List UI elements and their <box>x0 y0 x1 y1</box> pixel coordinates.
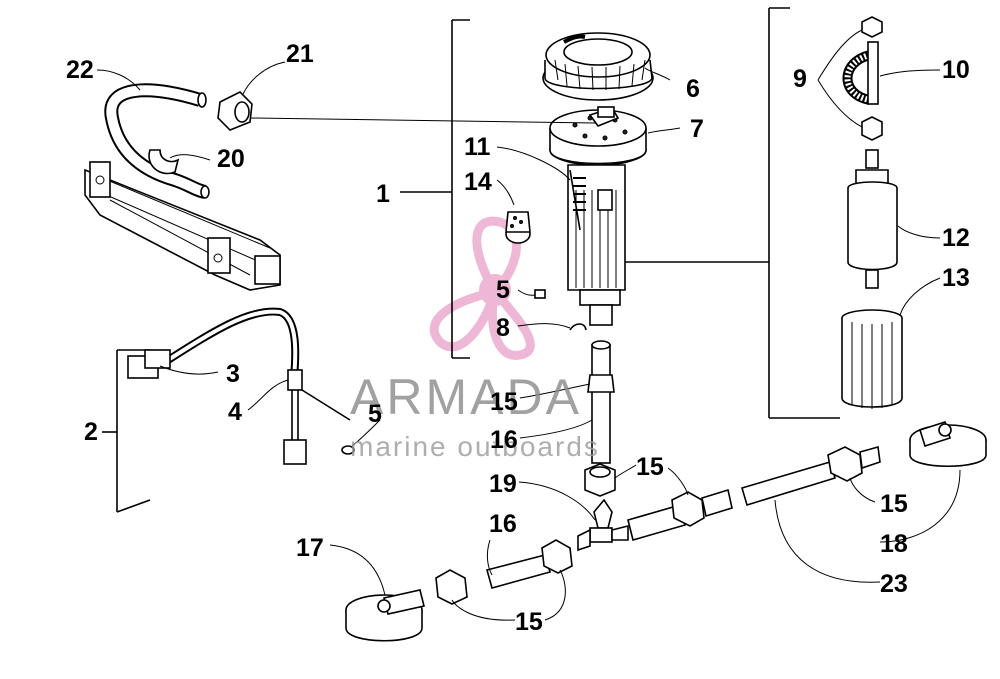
filter-14 <box>505 211 531 244</box>
callout-8: 8 <box>496 314 510 342</box>
clamp-15-left-b <box>541 539 573 574</box>
callout-1: 1 <box>376 180 390 208</box>
callout-15-far-right: 15 <box>880 490 908 518</box>
pump-body <box>567 164 626 326</box>
callout-11: 11 <box>464 133 491 161</box>
callout-5-upper: 5 <box>496 276 510 304</box>
callout-19: 19 <box>489 470 517 498</box>
bracket-pump-detail <box>625 7 840 419</box>
callout-15-right: 15 <box>636 453 664 481</box>
fuel-hose-10 <box>842 41 879 105</box>
callout-14: 14 <box>464 168 492 196</box>
clamp-15-lower-center <box>584 463 616 497</box>
callout-16-lower: 16 <box>489 510 517 538</box>
pump-cap-7 <box>549 106 647 166</box>
callout-6: 6 <box>686 75 700 103</box>
bracket-group-1 <box>400 19 470 359</box>
callout-5-lower: 5 <box>368 400 382 428</box>
nut-9-bottom <box>861 116 883 141</box>
watermark-brand: ARMADA <box>350 369 582 425</box>
callout-21: 21 <box>286 40 314 68</box>
callout-23: 23 <box>880 570 908 598</box>
watermark-tagline: marine outboards <box>350 431 600 462</box>
strainer-17 <box>345 589 425 642</box>
fuel-line-23 <box>741 445 881 507</box>
watermark-logo <box>429 216 535 360</box>
fuel-pump-12 <box>847 149 898 289</box>
pump-sleeve-13 <box>841 309 903 409</box>
callout-20: 20 <box>217 145 245 173</box>
callout-18: 18 <box>880 530 908 558</box>
clip-8 <box>569 323 587 331</box>
fuel-line-16-short <box>486 554 551 589</box>
clamp-15-left-a <box>435 569 468 605</box>
callout-16-upper: 16 <box>490 426 518 454</box>
hose-clamp-21 <box>217 91 253 131</box>
leader-lines <box>96 29 961 621</box>
fuel-rail <box>84 161 281 291</box>
callout-3: 3 <box>226 360 240 388</box>
callout-7: 7 <box>690 115 704 143</box>
callout-12: 12 <box>942 224 970 252</box>
callout-15-upper: 15 <box>490 388 518 416</box>
callout-4: 4 <box>228 398 242 426</box>
retaining-ring-6 <box>542 32 654 101</box>
fuel-hose-22 <box>104 83 210 199</box>
fuel-line-right <box>627 488 733 541</box>
screw-5-lower <box>341 445 355 455</box>
callout-15-lower: 15 <box>515 608 543 636</box>
callout-22: 22 <box>66 56 94 84</box>
nut-9-top <box>861 16 883 38</box>
callout-2: 2 <box>84 418 98 446</box>
callout-10: 10 <box>942 56 970 84</box>
callout-17: 17 <box>296 534 324 562</box>
tee-fitting-19 <box>577 498 629 552</box>
screw-5-upper <box>534 289 546 299</box>
callout-9: 9 <box>793 65 807 93</box>
bracket-group-2 <box>102 349 151 513</box>
strainer-18 <box>909 420 987 467</box>
hose-clamp-20 <box>148 149 180 175</box>
callout-13: 13 <box>942 264 970 292</box>
wire-harness <box>127 307 351 465</box>
clamp-15-vertical <box>587 374 615 393</box>
